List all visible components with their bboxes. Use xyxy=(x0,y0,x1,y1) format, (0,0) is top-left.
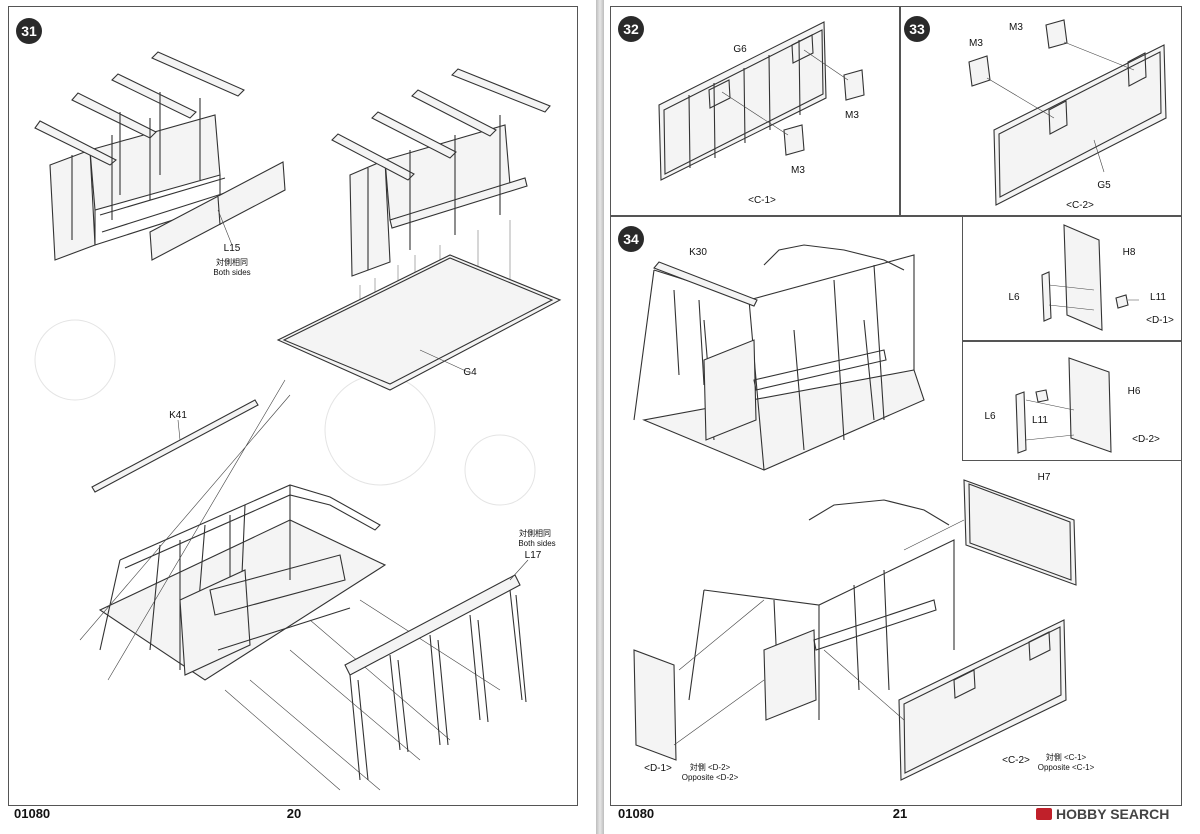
step-31-illustration xyxy=(34,51,562,791)
step-31-number: 31 xyxy=(16,18,42,44)
label-view-c2-step34: <C-2> xyxy=(1002,755,1030,766)
hobby-search-watermark: HOBBY SEARCH xyxy=(1036,806,1169,822)
label-h8: H8 xyxy=(1122,247,1136,258)
label-k30: K30 xyxy=(689,247,707,258)
label-l6-d1: L6 xyxy=(1008,292,1020,303)
instruction-page-20: 31 L15 対側相同 Both sides G4 K41 対側相同 Both … xyxy=(0,0,596,834)
label-h7: H7 xyxy=(1037,472,1051,483)
body-assembly-bottom xyxy=(688,499,955,721)
label-g6: G6 xyxy=(733,44,747,55)
inset-d1-frame xyxy=(962,216,1182,341)
part-h7-panel xyxy=(963,479,1077,586)
step-34-number: 34 xyxy=(618,226,644,252)
note-l17-cn: 対側相同 xyxy=(519,529,551,538)
label-view-c2-step33: <C-2> xyxy=(1066,200,1094,211)
part-d1-side-panel xyxy=(633,649,677,761)
label-l11-d1: L11 xyxy=(1150,292,1166,303)
step-33-number: 33 xyxy=(904,16,930,42)
part-l15-panel-a xyxy=(149,161,286,261)
note-l15-cn: 対側相同 xyxy=(216,258,248,267)
part-g6-panel xyxy=(658,21,827,181)
part-m3-c xyxy=(968,55,991,87)
label-l6-d2: L6 xyxy=(984,411,996,422)
label-h6: H6 xyxy=(1127,386,1141,397)
footer-product-code: 01080 xyxy=(14,806,51,821)
footer-product-code: 01080 xyxy=(618,806,655,821)
inset-d2-frame xyxy=(962,341,1182,461)
part-g5-panel xyxy=(993,44,1167,206)
footer-page-number: 20 xyxy=(286,806,302,821)
part-l17-side-frame xyxy=(344,574,527,781)
label-k41: K41 xyxy=(169,410,187,421)
footer-page-number: 21 xyxy=(892,806,908,821)
label-l11-d2: L11 xyxy=(1032,415,1048,426)
note-l17-en: Both sides xyxy=(518,539,556,548)
step-31-frame xyxy=(8,6,578,806)
note-opposite-c1-cn: 対側 <C-1> xyxy=(1045,753,1087,762)
step-32-number: 32 xyxy=(618,16,644,42)
part-k41-bar xyxy=(91,399,259,493)
part-m3-b xyxy=(783,124,805,156)
note-opposite-d2-en: Opposite <D-2> xyxy=(681,773,739,782)
hobby-search-text: HOBBY SEARCH xyxy=(1056,806,1170,822)
part-g4-floor xyxy=(276,254,562,391)
part-m3-d xyxy=(1045,19,1068,49)
step-33-frame xyxy=(900,6,1182,216)
hobby-search-logo-icon xyxy=(1036,808,1052,820)
label-view-d1-inset: <D-1> xyxy=(1146,315,1174,326)
label-g4: G4 xyxy=(463,367,477,378)
label-l15: L15 xyxy=(223,243,241,254)
step-32-frame xyxy=(610,6,900,216)
note-l15-en: Both sides xyxy=(213,268,251,277)
label-l17: L17 xyxy=(524,550,542,561)
part-c2-side-panel xyxy=(898,619,1067,781)
seat-assembly-top-left xyxy=(34,51,245,261)
seat-assembly-top-right xyxy=(331,68,551,345)
label-view-d2-inset: <D-2> xyxy=(1132,434,1160,445)
label-g5: G5 xyxy=(1097,180,1111,191)
part-m3-a xyxy=(843,69,865,101)
instruction-page-21: 32 G6 M3 M3 <C-1> 33 M3 M3 G5 <C-2> 34 K… xyxy=(604,0,1200,834)
label-m3-step33-b: M3 xyxy=(1009,22,1023,33)
label-view-c1: <C-1> xyxy=(748,195,776,206)
frame-assembly-top xyxy=(633,244,925,471)
body-assembly-bottom xyxy=(98,484,387,681)
note-opposite-d2-cn: 対側 <D-2> xyxy=(689,763,731,772)
note-opposite-c1-en: Opposite <C-1> xyxy=(1037,763,1095,772)
inset-d2-drawing xyxy=(1015,357,1112,454)
label-m3-step32-b: M3 xyxy=(791,165,805,176)
step-34-frame xyxy=(610,216,1182,806)
steps-32-34-illustration xyxy=(633,19,1167,781)
inset-d1-drawing xyxy=(1041,224,1139,331)
label-m3-step33-a: M3 xyxy=(969,38,983,49)
part-k30 xyxy=(653,261,758,307)
label-view-d1: <D-1> xyxy=(644,763,672,774)
book-gutter xyxy=(596,0,604,834)
label-m3-step32-a: M3 xyxy=(845,110,859,121)
